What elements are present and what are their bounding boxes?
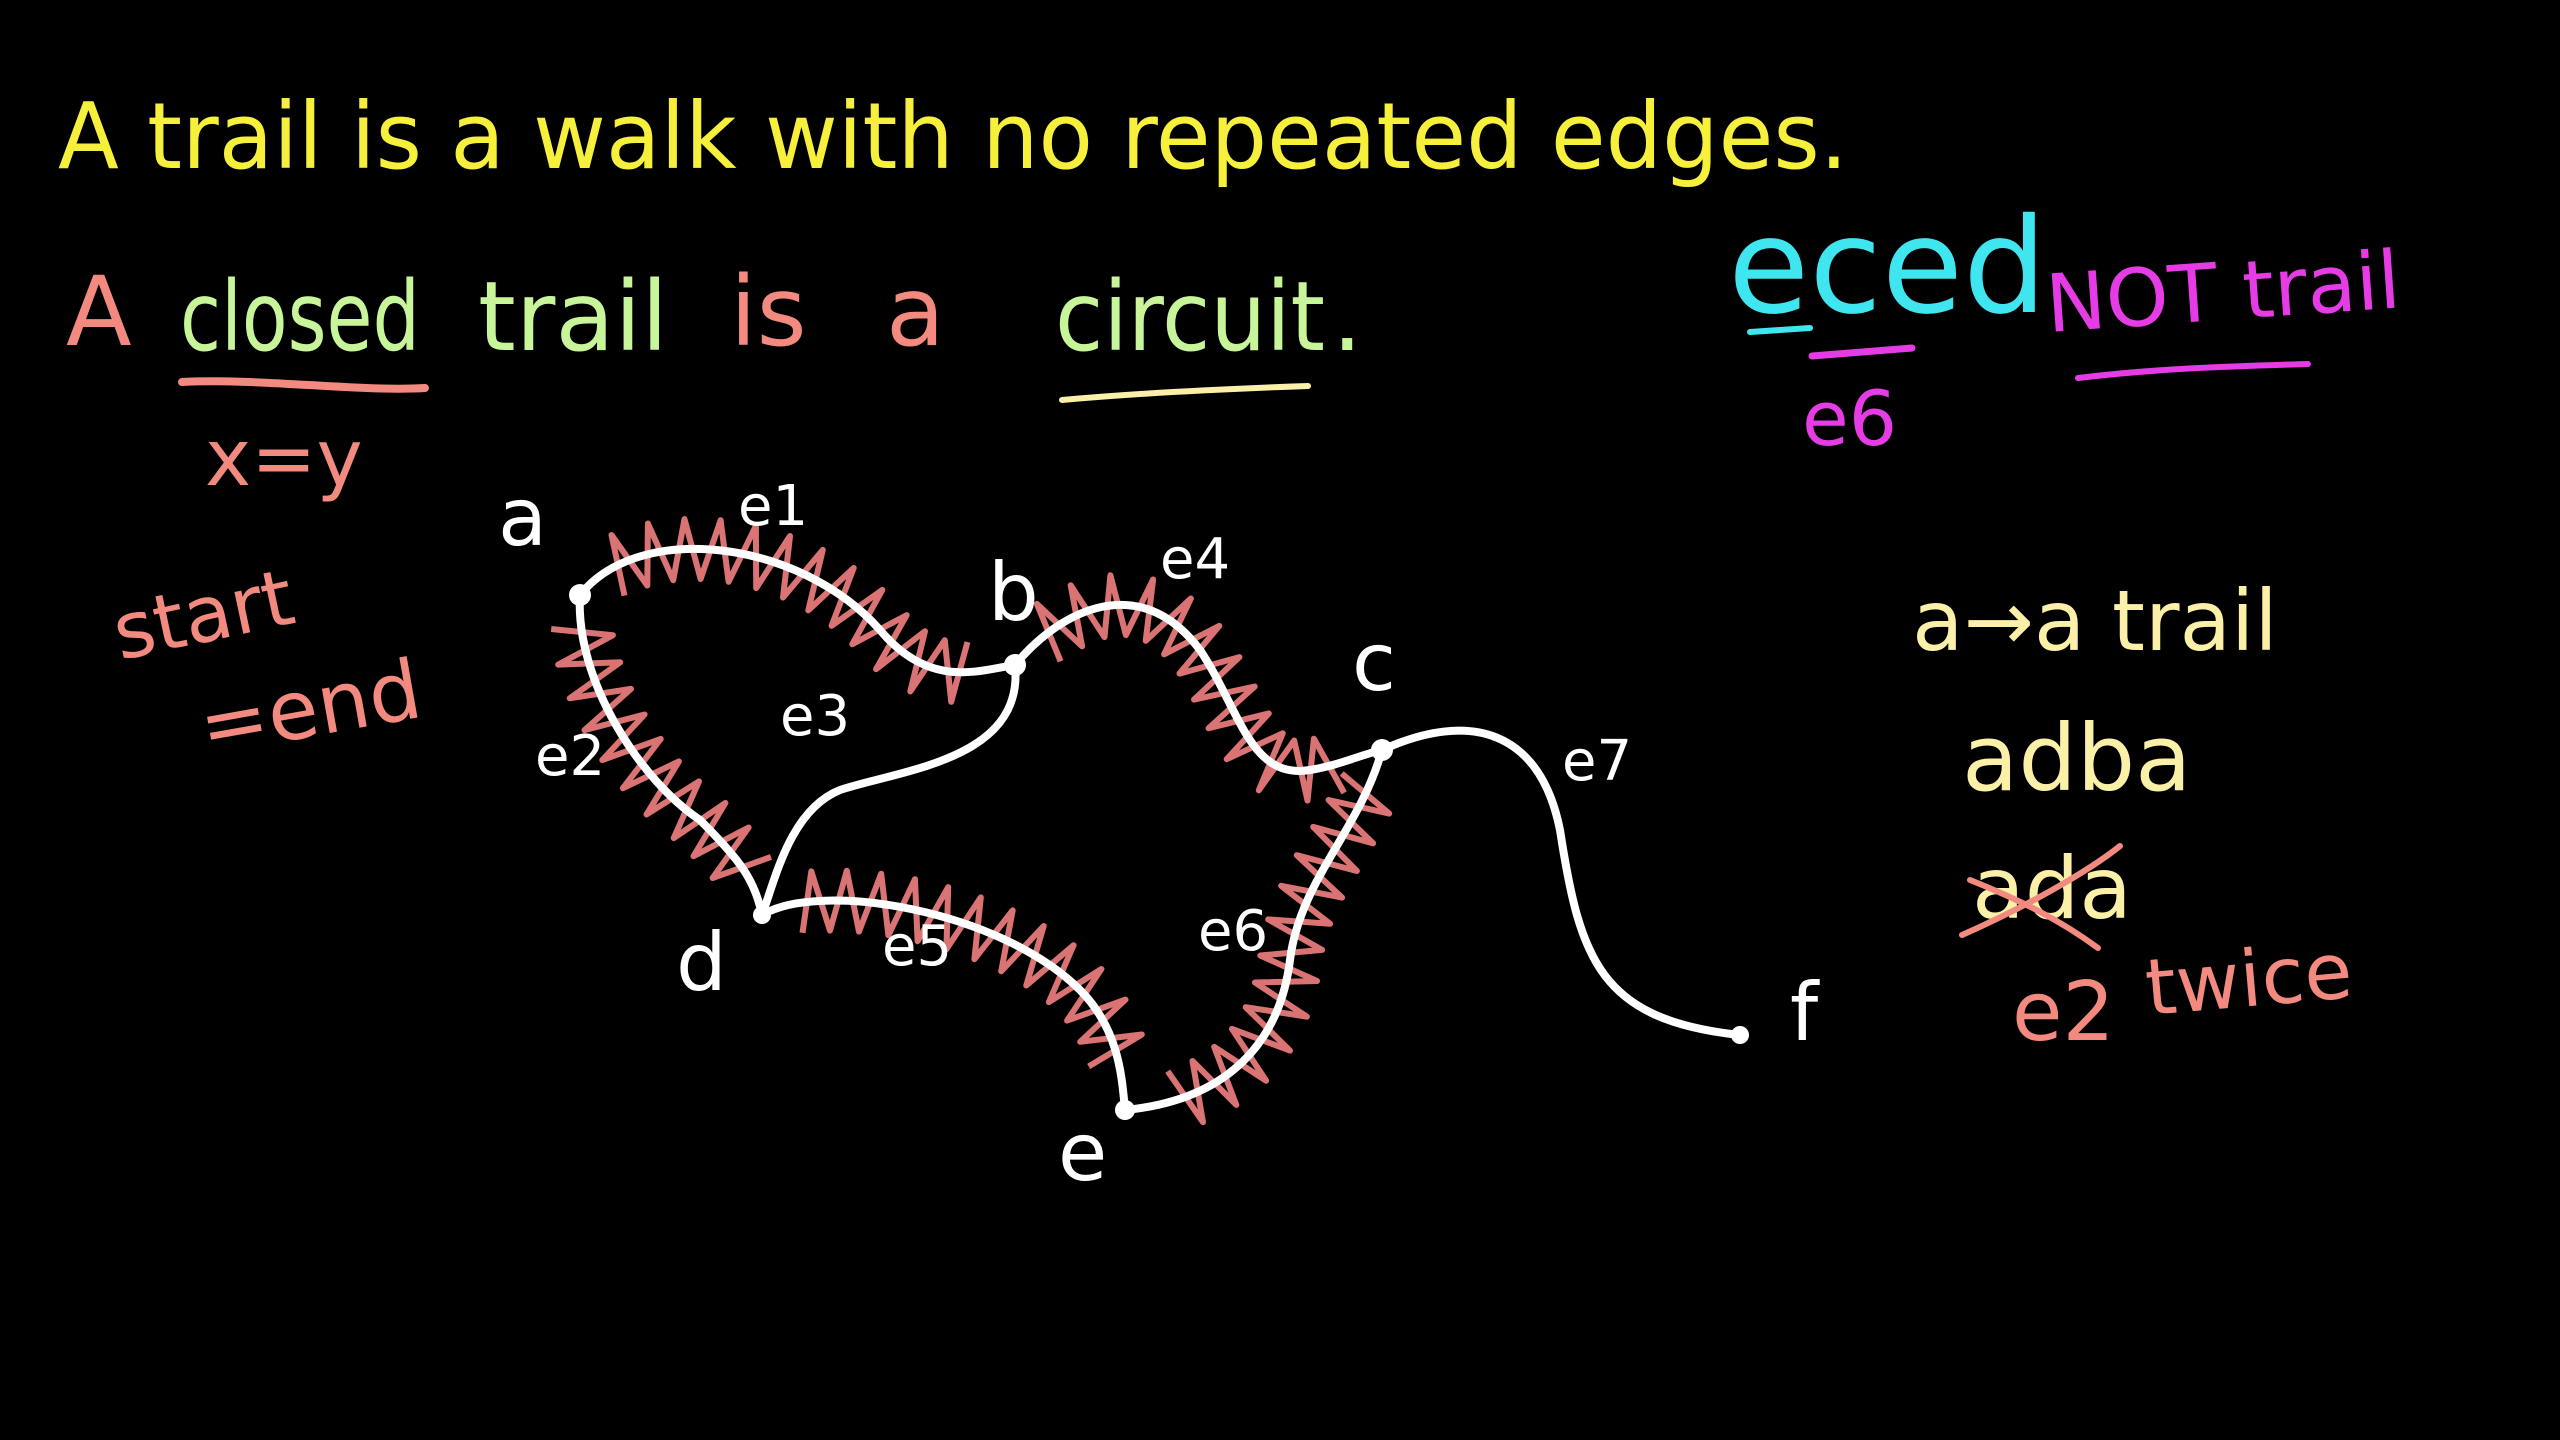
vertex-label-f: f: [1790, 966, 1820, 1059]
edge-e5: [758, 896, 1129, 1114]
edges-layer: [575, 545, 1744, 1114]
edge-e7: [1378, 726, 1744, 1039]
edge-label-e7: e7: [1562, 729, 1632, 794]
eced-underline-magenta: [1808, 344, 1916, 360]
word-a-article: a: [886, 256, 945, 368]
edge-label-e5: e5: [882, 914, 952, 979]
vertex-label-d: d: [676, 916, 727, 1009]
vertex-label-c: c: [1352, 616, 1396, 709]
edge-label-e2: e2: [535, 724, 605, 789]
circuit-definition: A closed trail is a circuit .: [66, 256, 1363, 403]
edge-label-e3: e3: [780, 684, 850, 749]
edge-labels: e1 e2 e3 e4 e5 e6 e7: [535, 474, 1632, 979]
edge-e3: [758, 661, 1020, 919]
edge-label-e4: e4: [1160, 527, 1230, 592]
word-closed: closed: [180, 261, 420, 373]
eced-sequence: eced: [1728, 190, 2047, 344]
word-is: is: [730, 256, 807, 368]
ada-strike-2: [1959, 843, 2123, 938]
edge-e6: [1121, 746, 1386, 1114]
edge-label-e6: e6: [1198, 899, 1268, 964]
closed-underline: [178, 377, 429, 393]
word-a: A: [66, 256, 132, 368]
vertex-f-dot: [1731, 1026, 1749, 1044]
edge-label-e1: e1: [738, 474, 808, 539]
highlight-e5: [799, 867, 1145, 1069]
not-trail-underline: [2075, 361, 2311, 381]
vertex-c-dot: [1371, 739, 1393, 761]
closed-condition: x=y: [205, 414, 363, 504]
period: .: [1332, 261, 1363, 373]
eced-underline-cyan: [1747, 325, 1813, 335]
word-circuit: circuit: [1055, 261, 1325, 373]
vertex-labels: a b c d e f: [498, 471, 1820, 1199]
vertex-label-e: e: [1058, 1106, 1107, 1199]
vertex-d-dot: [753, 906, 771, 924]
vertices-layer: [569, 584, 1749, 1120]
a-to-a-trail: a→a trail: [1912, 572, 2278, 670]
vertex-label-b: b: [988, 546, 1039, 639]
highlight-e4: [1033, 572, 1347, 804]
ada-strike-1: [1967, 877, 2101, 951]
edge-e2: [575, 591, 766, 919]
vertex-e-dot: [1115, 1100, 1135, 1120]
word-trail: trail: [478, 261, 668, 373]
trail-definition: A trail is a walk with no repeated edges…: [58, 83, 1848, 190]
e2-twice-edge: e2: [2012, 965, 2115, 1060]
circuit-underline: [1059, 383, 1311, 403]
twice-note: twice: [2142, 926, 2356, 1034]
vertex-b-dot: [1004, 654, 1026, 676]
highlight-layer: [550, 516, 1393, 1126]
edge-e4: [1011, 600, 1386, 775]
graph: a b c d e f e1 e2 e3 e4 e5 e6 e7: [498, 471, 1820, 1199]
vertex-label-a: a: [498, 471, 547, 564]
adba-example: adba: [1962, 705, 2192, 812]
highlight-e6: [1165, 771, 1393, 1126]
edge-e1: [576, 545, 1019, 677]
vertex-a-dot: [569, 584, 591, 606]
e6-note: e6: [1802, 374, 1897, 463]
